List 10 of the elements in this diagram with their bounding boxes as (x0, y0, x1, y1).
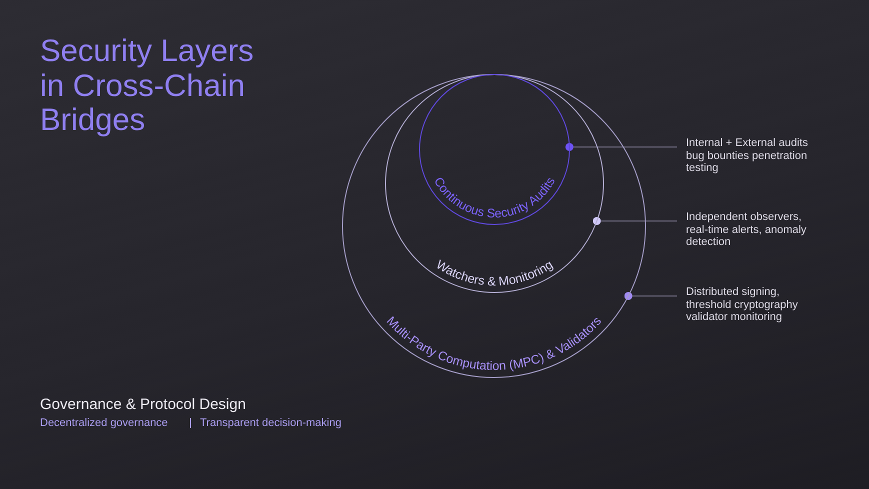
leader-line (565, 143, 678, 151)
annotation-text: Distributed signing, threshold cryptography validator monitoring (686, 286, 799, 324)
annotation-text: Internal + External audits bug bounties penetration testing (686, 137, 809, 174)
leader-line (624, 292, 678, 300)
subtitle-text: Decentralized governance (40, 416, 168, 430)
leader-line (592, 217, 678, 225)
title: Security Layers in Cross-Chain Bridges (40, 34, 255, 138)
annotation-text: Independent observers, real-time alerts, anomaly detection (686, 211, 808, 248)
section-heading: Governance & Protocol Design (40, 396, 246, 414)
subtitle-text: Transparent decision-making (200, 416, 342, 430)
